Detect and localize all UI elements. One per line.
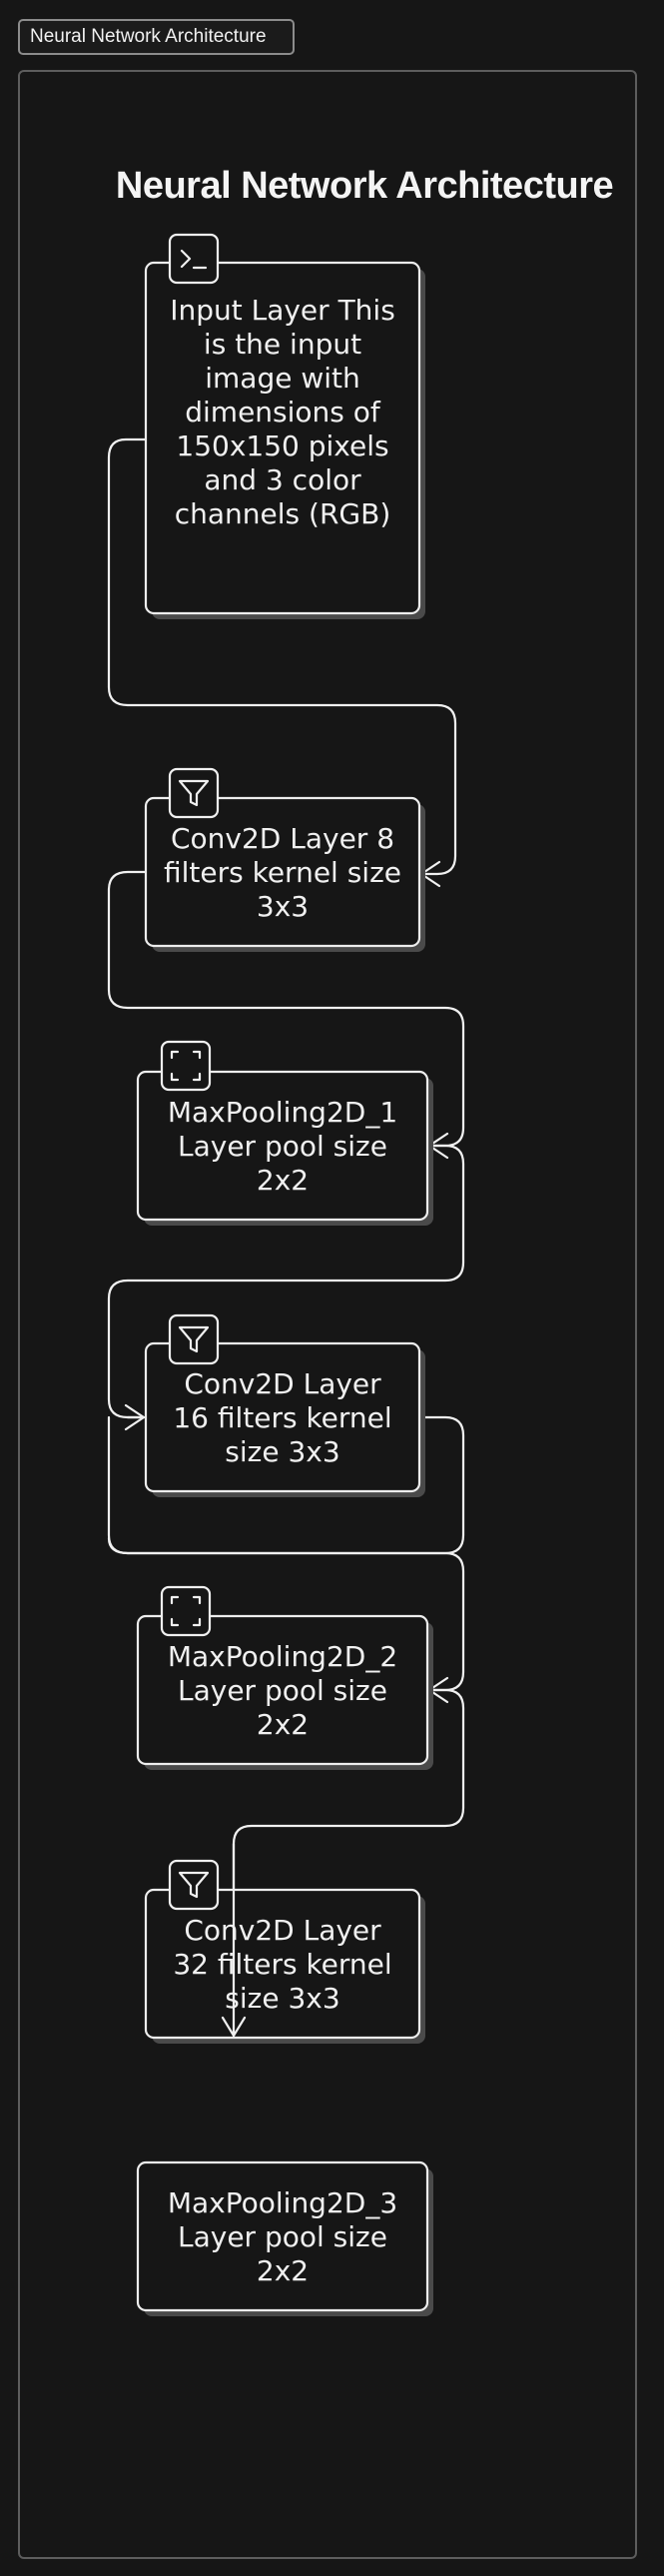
node-box [144,1888,421,2040]
connector-line [107,437,457,876]
icon-frame [168,767,220,819]
node-label-line: is the input [204,328,361,361]
node-label-line: MaxPooling2D_1 [168,1096,397,1129]
node-label-line: Conv2D Layer [184,1914,381,1947]
icon-frame [168,1313,220,1365]
arrowhead [221,2016,247,2038]
node-box [136,1614,429,1766]
node-label-line: image with [205,362,360,395]
node-label-line: Layer pool size [178,2220,387,2253]
focus-frame-icon [160,1585,212,1637]
connector-line [232,1688,465,2038]
node-box [144,1341,421,1493]
node-label-line: MaxPooling2D_2 [168,1640,397,1673]
icon-frame [168,1859,220,1911]
node-label-line: 2x2 [257,1708,309,1741]
node-label-line: channels (RGB) [175,497,391,530]
node-label-line: MaxPooling2D_3 [168,2186,397,2219]
node-label-line: filters kernel size [164,856,401,889]
node-label-line: Conv2D Layer 8 [171,822,394,855]
icon-frame [168,233,220,285]
node-label-line: Conv2D Layer [184,1367,381,1400]
node-label-line: 150x150 pixels [176,429,388,462]
node-box [136,2160,429,2312]
edge-overlay-into-conv2d-3 [221,1842,247,2038]
connector-line [107,1536,465,1692]
terminal-icon [168,233,220,285]
node-box [136,1070,429,1222]
icon-frame [160,1040,212,1092]
edges-layer [107,437,465,2038]
node-label-line: 32 filters kernel [173,1948,391,1981]
node-label-line: size 3x3 [225,1435,339,1468]
node-label-line: 2x2 [257,2254,309,2287]
icon-frame [160,1585,212,1637]
focus-frame-icon [160,1040,212,1092]
node-label-line: Layer pool size [178,1130,387,1163]
diagram-title: Neural Network Architecture [116,165,613,207]
node-label-line: dimensions of [185,396,381,429]
diagram-tab-label[interactable]: Neural Network Architecture [18,19,295,55]
filter-icon [168,1859,220,1911]
node-label-line: 3x3 [257,890,309,923]
filter-icon [168,1313,220,1365]
node-label-line: size 3x3 [225,1982,339,2015]
node-label-line: 2x2 [257,1164,309,1197]
node-box [144,796,421,948]
node-box [144,261,421,615]
node-label-line: Layer pool size [178,1674,387,1707]
connector-line [107,1144,465,1419]
filter-icon [168,767,220,819]
node-label-line: Input Layer This [170,294,395,327]
node-label-line: 16 filters kernel [173,1401,391,1434]
node-label-line: and 3 color [204,463,361,496]
connector-line [107,870,465,1148]
